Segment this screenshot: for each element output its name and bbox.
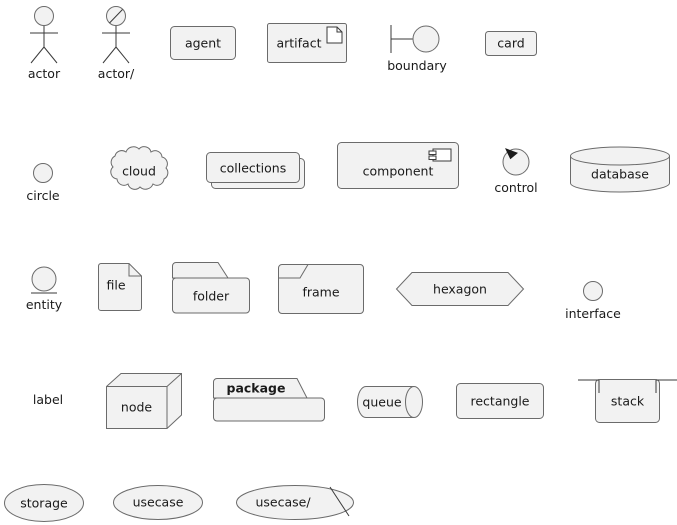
shape-agent: agent [170,26,236,60]
shape-label-interface: interface [565,306,621,321]
shape-label-entity: entity [25,297,63,312]
document-folded-corner-icon [98,263,142,311]
shape-cloud: cloud [99,145,179,197]
shape-label-circle: circle [26,188,60,203]
shape-rectangle: rectangle [456,383,544,419]
shape-circle: circle [26,160,60,203]
stick-figure-slashed-icon [102,6,130,64]
3d-box-icon [106,373,182,429]
package-tab-icon [213,378,325,422]
small-circle-icon [33,163,53,183]
shape-label-label: label [32,392,64,407]
shape-usecase-slash: usecase/ [236,485,354,520]
shape-label-control: control [494,180,538,195]
shape-actor-slash: actor/ [92,5,140,81]
shape-usecase: usecase [113,485,203,520]
stack-bracket-icon [578,379,677,423]
shape-artifact: artifact [267,23,347,63]
shape-label-boundary: boundary [387,58,447,73]
shape-interface: interface [565,278,621,321]
rounded-rectangle-icon [485,31,537,56]
artifact-icon [267,23,347,63]
circle-with-underline-icon [31,266,57,294]
shape-label-element: label [26,393,70,407]
shape-package: package [213,378,325,422]
horizontal-cylinder-icon [357,386,423,418]
shape-node: node [106,373,182,429]
shape-component: component [337,142,459,189]
boundary-icon [390,25,440,53]
ellipse-icon [113,485,203,520]
shape-entity: entity [26,265,62,312]
frame-notched-icon [278,264,364,314]
ellipse-slashed-icon [236,485,354,520]
component-icon [337,142,459,189]
circle-with-arrow-icon [502,148,530,176]
shape-label-actor: actor [27,66,61,81]
cloud-icon [110,146,169,190]
shape-boundary: boundary [387,20,447,73]
shape-label-actor-slash: actor/ [97,66,135,81]
hexagon-icon [395,272,525,306]
shape-stack: stack [578,379,677,423]
shape-card: card [485,31,537,56]
folder-icon [172,262,250,314]
rounded-rectangle-icon [456,383,544,419]
shape-control: control [494,143,538,195]
shape-folder: folder [172,262,250,314]
ellipse-icon [4,484,84,522]
shape-actor: actor [20,5,68,81]
shape-database: database [570,146,670,193]
stick-figure-icon [30,6,58,64]
shape-hexagon: hexagon [395,272,525,306]
cylinder-icon [570,146,670,193]
shape-storage: storage [4,484,84,522]
shape-file: file [98,263,142,311]
small-circle-icon [583,281,603,301]
stacked-rectangles-icon [206,152,305,189]
shape-collections: collections [206,152,306,190]
shape-queue: queue [357,386,423,418]
shape-frame: frame [278,264,364,314]
rounded-rectangle-icon [170,26,236,60]
